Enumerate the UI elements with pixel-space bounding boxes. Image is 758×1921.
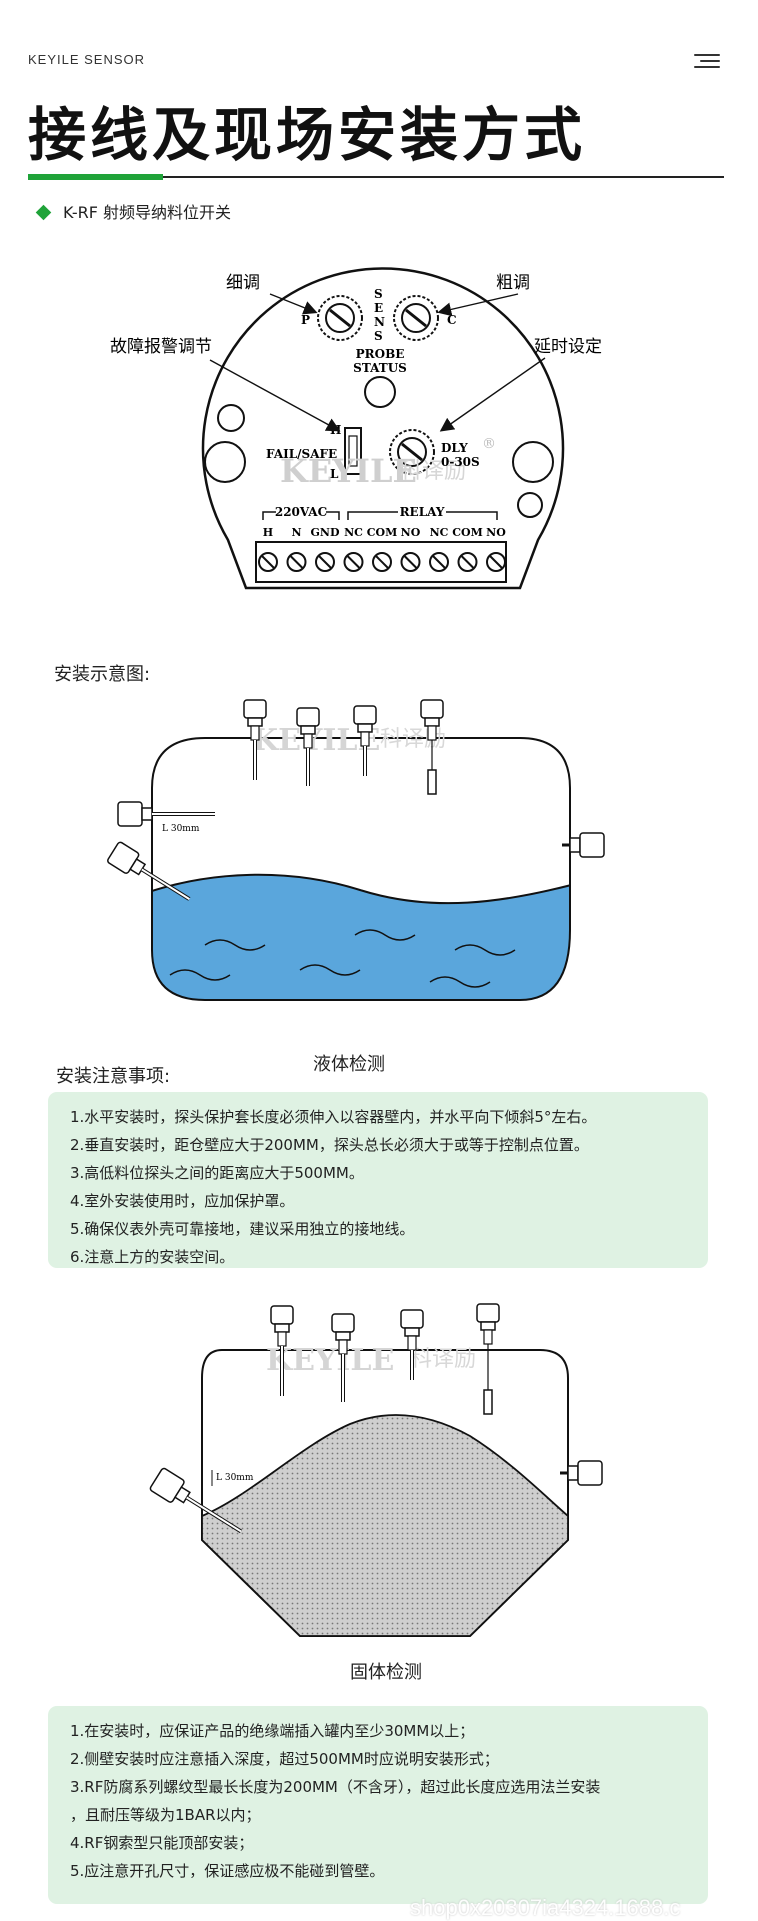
panel-watermark: KEYILE bbox=[280, 452, 417, 490]
top-probe-cable bbox=[476, 1303, 500, 1415]
liquid-caption: 液体检测 bbox=[313, 1054, 385, 1075]
svg-text:科译励: 科译励 bbox=[400, 459, 466, 484]
top-probe bbox=[400, 1309, 424, 1380]
svg-text:FAIL/SAFE: FAIL/SAFE bbox=[266, 447, 337, 461]
solid-note: 1.在安装时，应保证产品的绝缘端插入罐内至少30MM以上； bbox=[70, 1722, 475, 1740]
svg-text:L: L bbox=[330, 467, 339, 481]
svg-text:延时设定: 延时设定 bbox=[534, 337, 602, 357]
liquid-note: 3.高低料位探头之间的距离应大于500MM。 bbox=[70, 1164, 364, 1182]
tank-outline bbox=[151, 737, 571, 1001]
title-divider bbox=[28, 176, 724, 178]
svg-text:L 30mm: L 30mm bbox=[216, 1473, 254, 1483]
solid-note: 2.侧壁安装时应注意插入深度，超过500MM时应说明安装形式； bbox=[70, 1750, 499, 1768]
solid-caption: 固体检测 bbox=[350, 1662, 422, 1683]
terminal-screw bbox=[486, 552, 506, 572]
footer-watermark: shop0x20307ia4324.1688.c bbox=[410, 1895, 681, 1920]
liquid-note: 1.水平安装时，探头保护套长度必须伸入以容器壁内，并水平向下倾斜5°左右。 bbox=[70, 1108, 597, 1126]
liquid-tank-diagram: KEYILE 科译励 L 30mm bbox=[107, 699, 605, 1001]
svg-text:PROBE: PROBE bbox=[356, 347, 405, 361]
hamburger-menu-icon[interactable] bbox=[692, 54, 720, 70]
side-probe-right bbox=[560, 1460, 603, 1486]
terminal-label: GND bbox=[311, 526, 340, 539]
side-probe-right bbox=[562, 832, 605, 858]
fine-tune-knob bbox=[317, 295, 363, 341]
top-probe bbox=[296, 707, 320, 786]
svg-text:S: S bbox=[374, 329, 383, 343]
liquid-notes-box: 1.水平安装时，探头保护套长度必须伸入以容器壁内，并水平向下倾斜5°左右。 2.… bbox=[48, 1092, 708, 1268]
solid-note: 4.RF钢索型只能顶部安装； bbox=[70, 1834, 254, 1852]
svg-text:E: E bbox=[374, 301, 383, 315]
liquid-note: 6.注意上方的安装空间。 bbox=[70, 1248, 235, 1266]
svg-text:H: H bbox=[330, 423, 341, 437]
brand-name: KEYILE SENSOR bbox=[28, 52, 146, 67]
svg-text:®: ® bbox=[482, 436, 496, 452]
terminal-screw bbox=[457, 552, 478, 572]
solid-note: ，且耐压等级为1BAR以内； bbox=[70, 1806, 261, 1824]
side-probe-angled bbox=[149, 1467, 243, 1534]
terminal-label: NC bbox=[344, 526, 363, 539]
top-probe bbox=[243, 699, 267, 780]
solid-tank-diagram: KEYILE 科译励 L 30mm bbox=[149, 1303, 603, 1637]
terminal-label: NO bbox=[486, 526, 506, 539]
terminal-screw bbox=[258, 552, 278, 572]
terminal-label: NO bbox=[401, 526, 421, 539]
delay-knob bbox=[389, 429, 435, 475]
solid-note: 3.RF防腐系列螺纹型最长长度为200MM（不含牙），超过此长度应选用法兰安装 bbox=[70, 1778, 601, 1796]
terminal-label: COM bbox=[452, 526, 483, 539]
top-probe bbox=[331, 1313, 355, 1402]
terminal-screw bbox=[315, 552, 335, 572]
top-probe bbox=[353, 705, 377, 776]
solid-note: 5.应注意开孔尺寸，保证感应极不能碰到管壁。 bbox=[70, 1862, 385, 1880]
svg-text:RELAY: RELAY bbox=[400, 505, 445, 519]
product-subtitle: K-RF 射频导纳料位开关 bbox=[35, 199, 231, 223]
svg-text:DLY: DLY bbox=[441, 441, 468, 455]
title-accent-bar bbox=[28, 174, 163, 180]
svg-text:220VAC: 220VAC bbox=[275, 505, 327, 519]
install-diagram-label: 安装示意图: bbox=[54, 664, 151, 685]
side-probe-angled bbox=[107, 841, 191, 901]
side-probe-horizontal: L 30mm bbox=[117, 801, 215, 834]
terminal-label: NC bbox=[430, 526, 449, 539]
page-title: 接线及现场安装方式 bbox=[28, 101, 587, 169]
svg-text:P: P bbox=[301, 313, 310, 327]
terminal-screw bbox=[400, 552, 421, 572]
top-probe-cable bbox=[420, 699, 444, 795]
svg-text:C: C bbox=[447, 313, 457, 327]
svg-text:S: S bbox=[374, 287, 383, 301]
notes-label: 安装注意事项: bbox=[56, 1066, 171, 1087]
liquid-fill bbox=[152, 874, 570, 1000]
svg-text:细调: 细调 bbox=[226, 273, 260, 293]
terminal-label: COM bbox=[367, 526, 398, 539]
svg-text:L 30mm: L 30mm bbox=[162, 824, 200, 834]
coarse-tune-knob bbox=[393, 295, 439, 341]
terminal-label: N bbox=[291, 526, 301, 539]
top-probe bbox=[270, 1305, 294, 1396]
terminal-label: H bbox=[263, 526, 273, 539]
terminal-screw bbox=[372, 552, 392, 572]
control-panel-diagram: KEYILE 科译励 ® P C S E N S PROBE STATUS H … bbox=[110, 267, 602, 590]
product-subtitle-text: K-RF 射频导纳料位开关 bbox=[63, 203, 231, 222]
liquid-note: 2.垂直安装时，距仓壁应大于200MM，探头总长必须大于或等于控制点位置。 bbox=[70, 1136, 589, 1154]
svg-text:KEYILE: KEYILE bbox=[266, 1343, 394, 1378]
liquid-note: 4.室外安装使用时，应加保护罩。 bbox=[70, 1192, 295, 1210]
liquid-note: 5.确保仪表外壳可靠接地，建议采用独立的接地线。 bbox=[70, 1220, 415, 1238]
terminal-screw bbox=[286, 552, 307, 572]
svg-text:粗调: 粗调 bbox=[496, 273, 530, 293]
svg-text:0-30S: 0-30S bbox=[441, 455, 480, 469]
terminal-screw bbox=[343, 552, 364, 572]
svg-text:故障报警调节: 故障报警调节 bbox=[110, 337, 212, 357]
svg-text:N: N bbox=[374, 315, 385, 329]
solid-notes-box: 1.在安装时，应保证产品的绝缘端插入罐内至少30MM以上； 2.侧壁安装时应注意… bbox=[48, 1706, 708, 1904]
svg-text:STATUS: STATUS bbox=[353, 361, 407, 375]
solid-material-fill bbox=[201, 1414, 569, 1637]
status-led bbox=[364, 376, 396, 408]
svg-text:科译励: 科译励 bbox=[410, 1347, 476, 1372]
terminal-screw bbox=[429, 552, 449, 572]
